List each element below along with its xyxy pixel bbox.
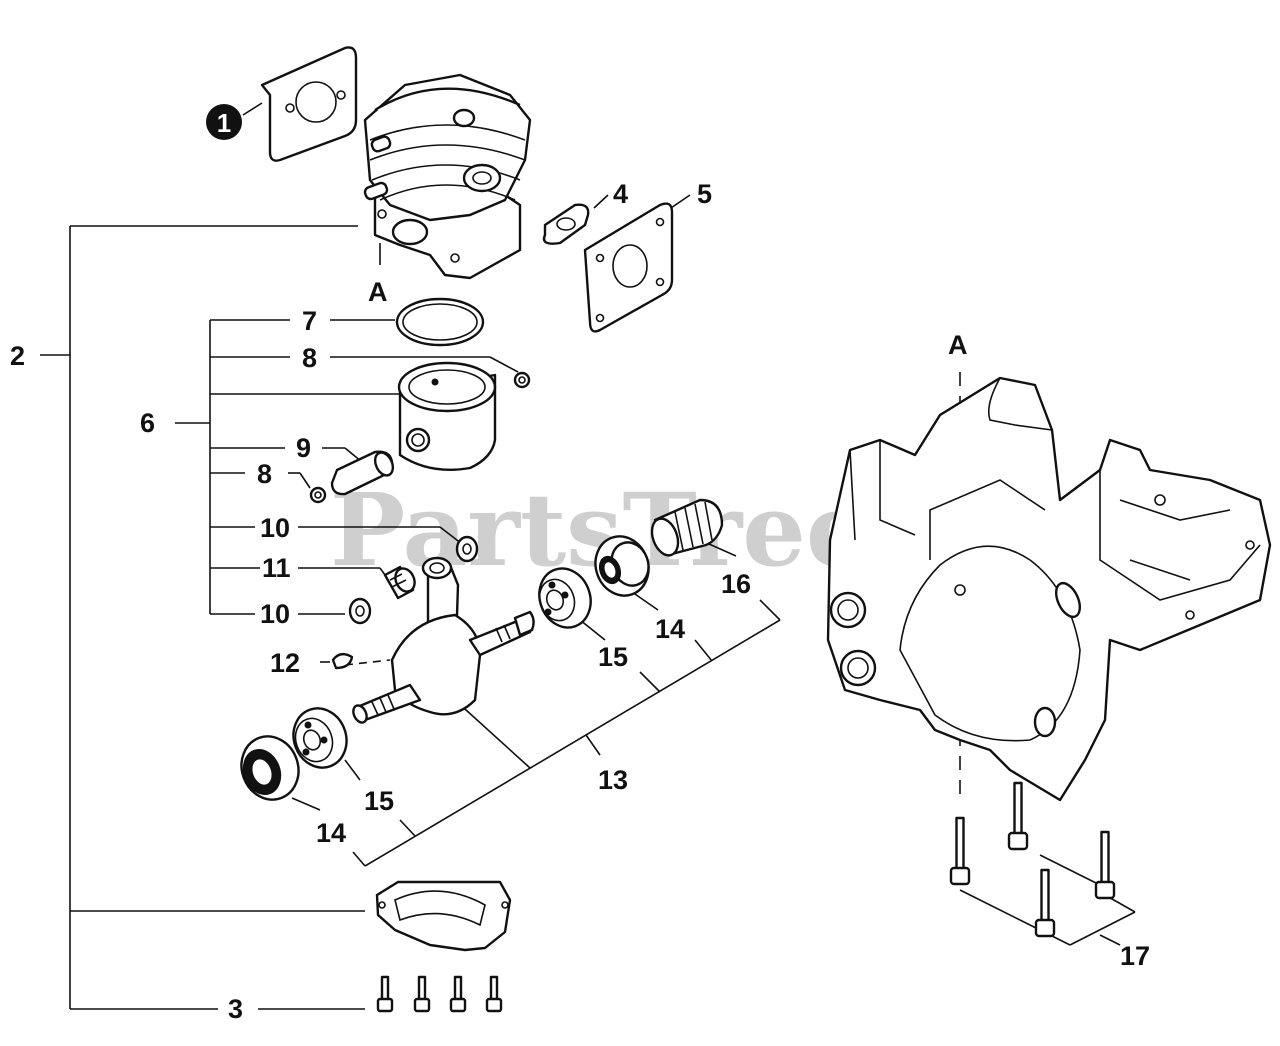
gasket-part-4 [542,203,590,245]
cylinder [363,73,532,280]
callout-8-upper: 8 [302,343,317,373]
callout-15-right: 15 [598,642,628,672]
callout-16: 16 [721,569,751,599]
callout-3: 3 [228,994,243,1024]
callout-10-upper: 10 [260,513,290,543]
piston [397,361,497,471]
callout-14-right: 14 [655,614,685,644]
callout-13: 13 [598,765,628,795]
oil-seal-part-14-right [594,535,650,597]
ball-bearing-part-15-left [292,707,348,769]
oil-seal-part-14-left [240,735,300,801]
callout-11: 11 [262,553,291,583]
bolt-set-part-17 [949,781,1116,938]
woodruff-key-part-12 [331,652,354,670]
callout-15-left: 15 [364,786,394,816]
callout-17: 17 [1120,941,1150,971]
needle-bearing-part-11 [383,565,416,600]
callout-1: 1 [206,104,242,140]
callout-4: 4 [613,179,628,209]
gasket-part-5 [583,202,674,333]
callout-12: 12 [270,648,300,678]
callout-1-text: 1 [217,108,231,138]
callout-7: 7 [302,306,317,336]
thrust-washer-part-10-lower [348,597,372,625]
callout-2: 2 [10,341,25,371]
gasket-part-1 [260,46,358,162]
crankcase-lower-half [375,880,512,952]
callout-8-lower: 8 [257,459,272,489]
wrist-pin-part-9 [330,450,395,496]
callout-14-left: 14 [316,818,346,848]
callout-5: 5 [697,179,712,209]
assembly-bracket-13 [352,599,781,867]
piston-ring-part-7 [395,297,485,347]
crankcase-main [826,376,1272,802]
reference-a-cylinder: A [368,277,388,307]
assembly-bracket-2 [40,225,365,1010]
callout-6: 6 [140,408,155,438]
ball-bearing-part-15-right [538,567,592,629]
callout-10-lower: 10 [260,599,290,629]
circlip-part-8-lower [309,486,327,504]
circlip-part-8-upper [513,371,531,389]
thrust-washer-part-10-upper [455,535,479,563]
bolt-set-part-3 [376,975,503,1013]
assembly-bracket-6 [175,319,519,615]
spring-part-16 [650,498,724,557]
crankshaft [352,556,535,724]
callout-9: 9 [296,433,311,463]
reference-a-crankcase: A [948,330,968,360]
